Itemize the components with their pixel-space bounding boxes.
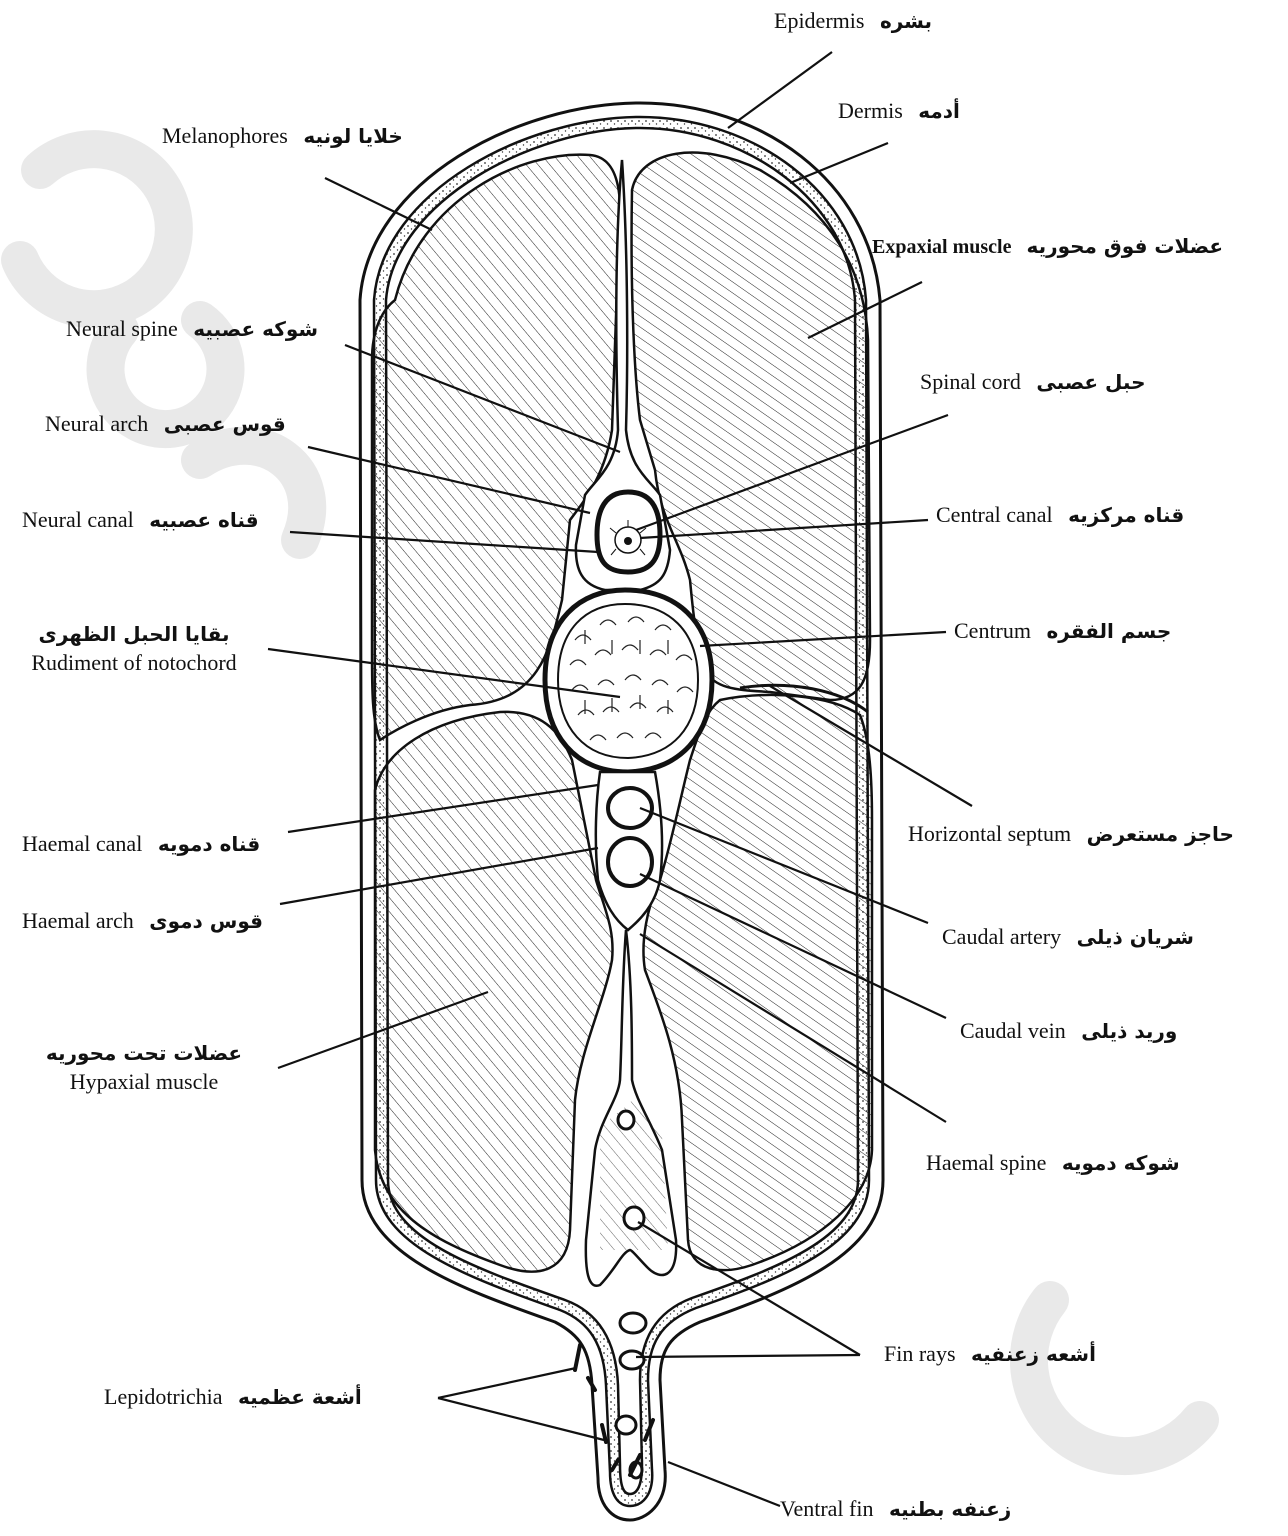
label-ventral-fin: Ventral fin زعنفه بطنيه — [780, 1498, 1011, 1520]
label-dermis-ar: أدمه — [918, 99, 960, 123]
label-caudal-artery-ar: شريان ذيلى — [1077, 925, 1194, 949]
label-central-canal-ar: قناه مركزيه — [1068, 503, 1184, 527]
label-haemal-canal-ar: قناه دمويه — [158, 832, 260, 856]
label-haemal-spine: Haemal spine شوكه دمويه — [926, 1152, 1180, 1174]
label-horizontal-septum-en: Horizontal septum — [908, 821, 1071, 846]
label-caudal-vein-en: Caudal vein — [960, 1018, 1066, 1043]
label-lepidotrichia-ar: أشعة عظميه — [238, 1385, 362, 1409]
label-dermis: Dermis أدمه — [838, 100, 960, 122]
label-centrum-en: Centrum — [954, 618, 1031, 643]
label-caudal-artery-en: Caudal artery — [942, 924, 1061, 949]
label-neural-canal-en: Neural canal — [22, 507, 134, 532]
label-dermis-en: Dermis — [838, 98, 903, 123]
label-neural-spine-ar: شوكه عصبيه — [193, 317, 318, 341]
label-melanophores-ar: خلايا لونيه — [303, 124, 402, 148]
label-epidermis: Epidermis بشره — [774, 10, 932, 32]
label-haemal-arch: Haemal arch قوس دموى — [22, 910, 263, 932]
label-lepidotrichia: Lepidotrichia أشعة عظميه — [104, 1386, 362, 1408]
label-neural-spine-en: Neural spine — [66, 316, 178, 341]
label-hypaxial-muscle: عضلات تحت محوريه Hypaxial muscle — [30, 1043, 258, 1093]
label-fin-rays-en: Fin rays — [884, 1341, 956, 1366]
label-haemal-canal-en: Haemal canal — [22, 831, 142, 856]
label-lepidotrichia-en: Lepidotrichia — [104, 1384, 223, 1409]
label-centrum-ar: جسم الفقره — [1047, 619, 1172, 643]
label-neural-arch-en: Neural arch — [45, 411, 148, 436]
label-neural-canal-ar: قناه عصبيه — [149, 508, 258, 532]
label-haemal-spine-en: Haemal spine — [926, 1150, 1046, 1175]
label-hypaxial-muscle-en: Hypaxial muscle — [30, 1071, 258, 1093]
label-haemal-canal: Haemal canal قناه دمويه — [22, 833, 260, 855]
label-haemal-arch-en: Haemal arch — [22, 908, 134, 933]
label-neural-spine: Neural spine شوكه عصبيه — [66, 318, 318, 340]
label-caudal-vein: Caudal vein وريد ذيلى — [960, 1020, 1177, 1042]
label-centrum: Centrum جسم الفقره — [954, 620, 1171, 642]
label-expaxial-muscle: Expaxial muscle عضلات فوق محوريه — [872, 236, 1223, 257]
label-ventral-fin-ar: زعنفه بطنيه — [889, 1497, 1011, 1521]
label-ventral-fin-en: Ventral fin — [780, 1496, 873, 1521]
label-neural-arch-ar: قوس عصبى — [164, 412, 286, 436]
label-neural-arch: Neural arch قوس عصبى — [45, 413, 286, 435]
label-expaxial-muscle-en: Expaxial muscle — [872, 236, 1011, 258]
label-rudiment-notochord-en: Rudiment of notochord — [6, 652, 262, 674]
label-hypaxial-muscle-ar: عضلات تحت محوريه — [30, 1043, 258, 1063]
label-neural-canal: Neural canal قناه عصبيه — [22, 509, 259, 531]
label-horizontal-septum: Horizontal septum حاجز مستعرض — [908, 823, 1234, 845]
label-expaxial-muscle-ar: عضلات فوق محوريه — [1026, 234, 1223, 258]
label-epidermis-en: Epidermis — [774, 8, 864, 33]
label-spinal-cord-en: Spinal cord — [920, 369, 1021, 394]
label-spinal-cord: Spinal cord حبل عصبى — [920, 371, 1146, 393]
label-caudal-vein-ar: وريد ذيلى — [1081, 1019, 1177, 1043]
label-rudiment-notochord: بقايا الحبل الظهرى Rudiment of notochord — [6, 624, 262, 674]
label-spinal-cord-ar: حبل عصبى — [1036, 370, 1145, 394]
label-fin-rays-ar: أشعه زعنفيه — [971, 1342, 1096, 1366]
label-rudiment-notochord-ar: بقايا الحبل الظهرى — [6, 624, 262, 644]
label-melanophores: Melanophores خلايا لونيه — [162, 125, 403, 147]
label-fin-rays: Fin rays أشعه زعنفيه — [884, 1343, 1096, 1365]
label-haemal-arch-ar: قوس دموى — [149, 909, 263, 933]
label-caudal-artery: Caudal artery شريان ذيلى — [942, 926, 1194, 948]
label-central-canal-en: Central canal — [936, 502, 1053, 527]
label-horizontal-septum-ar: حاجز مستعرض — [1087, 822, 1234, 846]
label-melanophores-en: Melanophores — [162, 123, 288, 148]
label-epidermis-ar: بشره — [880, 9, 932, 33]
label-central-canal: Central canal قناه مركزيه — [936, 504, 1184, 526]
label-haemal-spine-ar: شوكه دمويه — [1062, 1151, 1180, 1175]
